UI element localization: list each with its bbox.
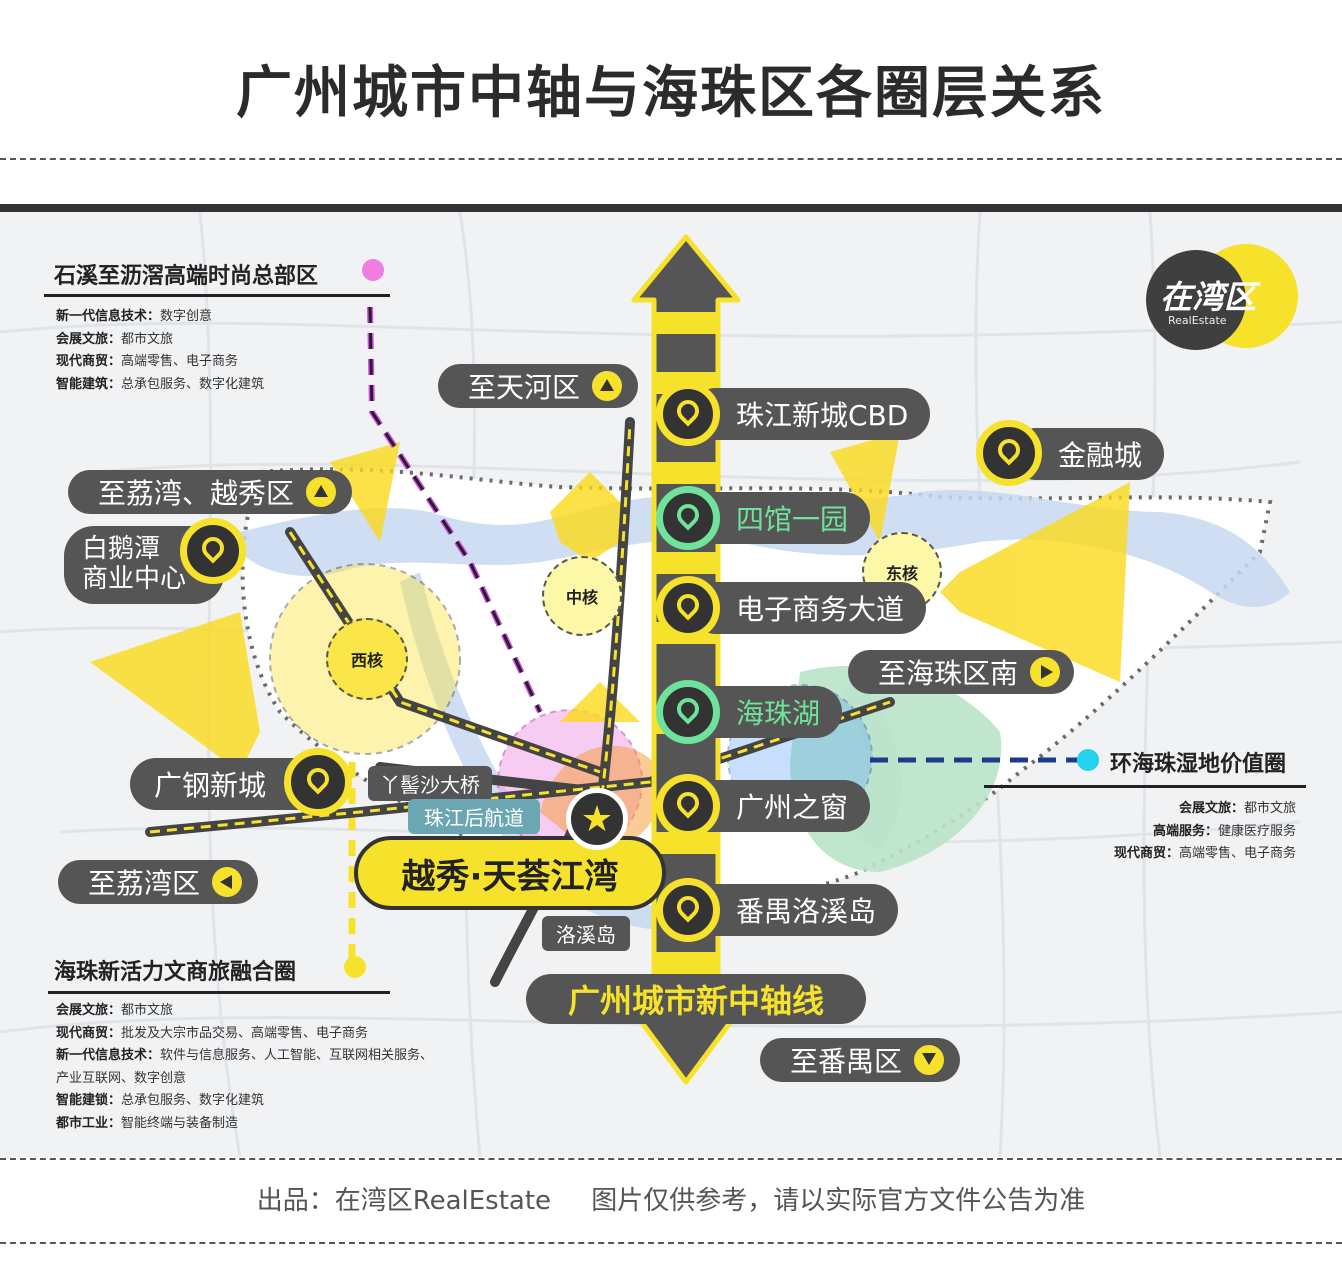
map-pin-icon — [656, 774, 720, 838]
vitality-dot — [344, 956, 366, 978]
footer-source: 出品：在湾区RealEstate — [256, 1186, 552, 1216]
map-area: 在湾区 RealEstate 西核 中核 东核 至天河区 至荔湾、越秀区 至海珠… — [0, 212, 1342, 1157]
top-divider — [0, 158, 1342, 160]
page-title: 广州城市中轴与海珠区各圈层关系 — [236, 61, 1106, 126]
shixi-underline — [44, 294, 390, 297]
to-tianhe-label: 至天河区 — [438, 364, 639, 408]
map-top-bar — [0, 204, 1342, 212]
axis-name-label: 广州城市新中轴线 — [526, 974, 866, 1024]
shixi-dot — [362, 259, 384, 281]
to-liwan-yuexiu-label: 至荔湾、越秀区 — [68, 470, 353, 514]
vitality-underline — [48, 991, 390, 994]
west-core: 西核 — [326, 618, 408, 700]
to-liwan-label: 至荔湾区 — [58, 860, 259, 904]
axis-node-sigyiyuan: 四馆一园 — [690, 492, 871, 544]
wetland-heading: 环海珠湿地价值圈 — [1110, 752, 1287, 777]
vitality-info: 会展文旅：都市文旅 现代商贸：批发及大宗市品交易、高端零售、电子商务 新一代信息… — [56, 1003, 434, 1131]
up-arrow-icon — [306, 477, 337, 507]
luoxi-island-label: 洛溪岛 — [542, 916, 630, 951]
left-arrow-icon — [212, 867, 243, 897]
wetland-dot — [1077, 749, 1099, 771]
wetland-underline — [984, 785, 1306, 788]
project-label: 越秀·天荟江湾 — [354, 836, 666, 910]
to-haizhu-south-label: 至海珠区南 — [848, 650, 1075, 694]
bottom-divider-top — [0, 1158, 1342, 1160]
axis-node-guangzhou-window: 广州之窗 — [690, 780, 871, 832]
down-arrow-icon — [914, 1045, 945, 1075]
map-pin-icon — [656, 486, 720, 550]
star-icon: ★ — [566, 788, 628, 850]
map-pin-icon — [180, 518, 246, 584]
map-pin-icon — [284, 748, 352, 816]
map-pin-icon — [656, 576, 720, 640]
wetland-info: 会展文旅：都市文旅 高端服务：健康医疗服务 现代商贸：高端零售、电子商务 — [1113, 801, 1296, 861]
logo-name: 在湾区 — [1160, 278, 1257, 316]
vitality-heading: 海珠新活力文商旅融合圈 — [54, 960, 297, 985]
right-arrow-icon — [1030, 657, 1061, 687]
axis-node-ecommerce: 电子商务大道 — [690, 582, 927, 634]
map-pin-icon — [976, 420, 1042, 486]
map-pin-icon — [656, 680, 720, 744]
map-pin-icon — [656, 382, 720, 446]
footer: 出品：在湾区RealEstate 图片仅供参考，请以实际官方文件公告为准 — [0, 1180, 1342, 1217]
middle-core: 中核 — [542, 556, 622, 636]
axis-node-luoxi: 番禺洛溪岛 — [690, 884, 899, 936]
channel-label: 珠江后航道 — [408, 799, 540, 834]
bridge-label: 丫髻沙大桥 — [368, 766, 492, 801]
footer-note: 图片仅供参考，请以实际官方文件公告为准 — [591, 1186, 1086, 1216]
bottom-divider-bottom — [0, 1242, 1342, 1244]
axis-node-cbd: 珠江新城CBD — [690, 388, 931, 440]
shixi-heading: 石溪至沥滘高端时尚总部区 — [54, 264, 319, 289]
logo-dark-bubble — [1146, 250, 1246, 350]
shixi-info: 新一代信息技术：数字创意 会展文旅：都市文旅 现代商贸：高端零售、电子商务 智能… — [56, 309, 265, 392]
logo-sub: RealEstate — [1168, 314, 1227, 327]
up-arrow-icon — [592, 371, 623, 401]
logo: 在湾区 RealEstate — [1146, 244, 1298, 356]
to-panyu-label: 至番禺区 — [760, 1038, 961, 1082]
map-pin-icon — [656, 878, 720, 942]
